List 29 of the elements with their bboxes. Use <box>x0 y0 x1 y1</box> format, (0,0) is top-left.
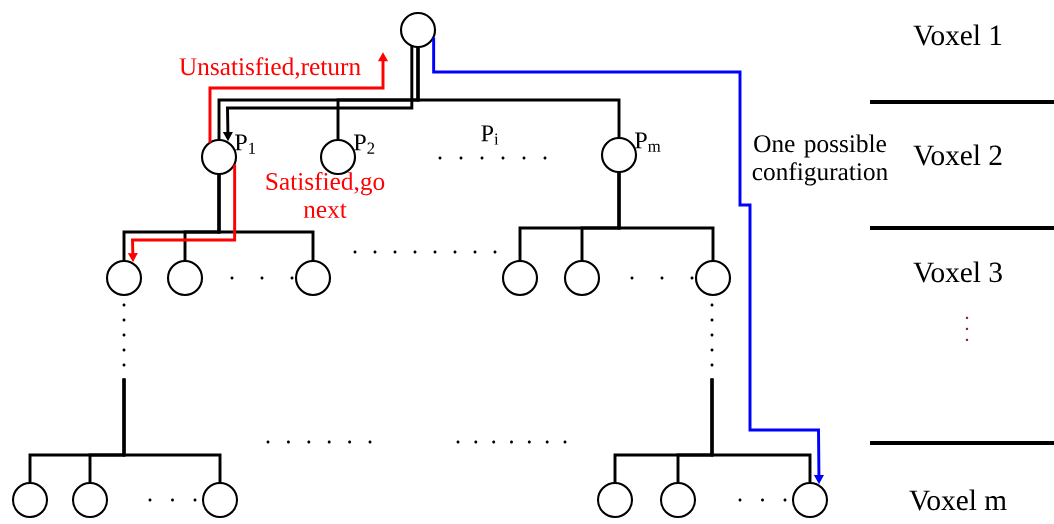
text-label: Voxel 2 <box>913 144 1002 166</box>
tree-node-circle <box>201 481 239 519</box>
tree-line <box>710 378 812 484</box>
tree-node-circle <box>399 11 437 49</box>
node-label: P$_{1}$ <box>235 134 256 154</box>
edge-label: One possible configuration <box>752 134 888 186</box>
tree-node-circle <box>791 481 829 519</box>
node-label: P$_{m}$ <box>635 132 661 152</box>
text-label: Voxel 1 <box>913 24 1002 46</box>
edge-label: Unsatisfied,return <box>179 57 361 79</box>
node-label: P$_{2}$ <box>354 134 375 154</box>
tree-node-circle <box>105 259 143 297</box>
tree-node-circle <box>11 481 49 519</box>
tree-line <box>416 46 621 139</box>
tree-line <box>217 173 315 262</box>
text-label: P$_{i}$ <box>481 125 499 145</box>
tree-line <box>617 171 715 262</box>
edge-label: Satisfied,go next <box>266 171 385 219</box>
tree-node-circle <box>294 259 332 297</box>
tree-node-circle <box>694 259 732 297</box>
tree-line <box>122 378 222 484</box>
tree-node-circle <box>501 259 539 297</box>
tree-node-circle <box>71 481 109 519</box>
tree-node-circle <box>563 259 601 297</box>
tree-node-circle <box>659 481 697 519</box>
tree-node-circle <box>596 481 634 519</box>
text-label: Voxel m <box>909 489 1007 511</box>
text-label: Voxel 3 <box>913 261 1002 283</box>
tree-node-circle <box>166 259 204 297</box>
